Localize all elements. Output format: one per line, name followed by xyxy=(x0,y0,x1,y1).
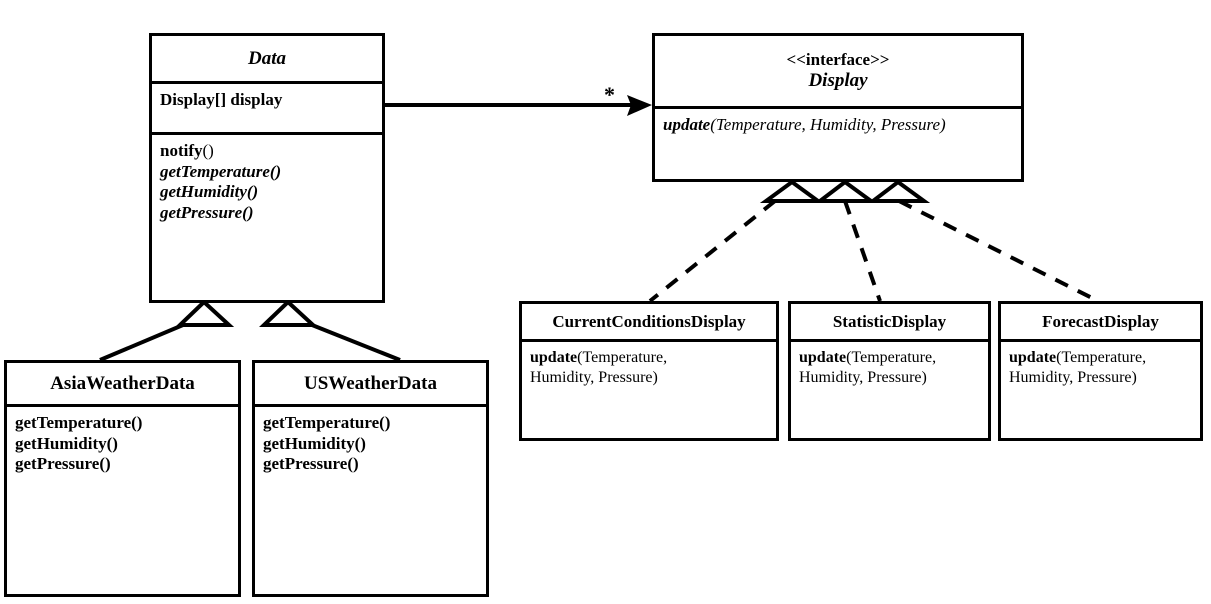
class-methods-currentconditionsdisplay: update(Temperature, Humidity, Pressure) xyxy=(522,342,776,387)
class-name-asiaweatherdata-header: AsiaWeatherData xyxy=(7,363,238,407)
method-update-name: update xyxy=(530,349,578,366)
class-box-forecastdisplay[interactable]: ForecastDisplay update(Temperature, Humi… xyxy=(998,301,1203,441)
class-methods-statisticdisplay: update(Temperature, Humidity, Pressure) xyxy=(791,342,988,387)
class-name-currentconditionsdisplay-header: CurrentConditionsDisplay xyxy=(522,304,776,342)
method-update-name: update xyxy=(799,349,847,366)
method-gettemperature: getTemperature() xyxy=(15,413,143,432)
method-update: update(Temperature, xyxy=(530,348,768,368)
class-box-statisticdisplay[interactable]: StatisticDisplay update(Temperature, Hum… xyxy=(788,301,991,441)
realization-forecast-to-display xyxy=(867,179,1099,303)
class-name-forecastdisplay: ForecastDisplay xyxy=(1042,311,1159,331)
generalization-us-to-data xyxy=(259,299,401,362)
class-methods-asiaweatherdata: getTemperature() getHumidity() getPressu… xyxy=(7,407,238,475)
method-update-params-line1: (Temperature, xyxy=(846,349,937,366)
method-notify: notify() xyxy=(160,141,374,162)
class-name-asiaweatherdata: AsiaWeatherData xyxy=(50,372,195,394)
class-name-currentconditionsdisplay: CurrentConditionsDisplay xyxy=(552,311,746,331)
class-name-forecastdisplay-header: ForecastDisplay xyxy=(1001,304,1200,342)
class-methods-data: notify() getTemperature() getHumidity() … xyxy=(152,135,382,224)
class-name-statisticdisplay: StatisticDisplay xyxy=(832,311,947,331)
method-update-params-line2: Humidity, Pressure) xyxy=(799,368,927,386)
interface-name-display: Display xyxy=(808,69,868,91)
class-name-data-header: Data xyxy=(152,36,382,84)
method-update: update(Temperature, Humidity, Pressure) xyxy=(663,115,1013,136)
class-methods-usweatherdata: getTemperature() getHumidity() getPressu… xyxy=(255,407,486,475)
method-getpressure: getPressure() xyxy=(263,454,359,474)
class-name-usweatherdata-header: USWeatherData xyxy=(255,363,486,407)
method-update-params-line1: (Temperature, xyxy=(1056,349,1147,366)
method-update-name: update xyxy=(663,115,711,134)
realization-statistic-to-display xyxy=(814,179,882,302)
realization-currentconditions-to-display xyxy=(648,179,825,303)
class-box-usweatherdata[interactable]: USWeatherData getTemperature() getHumidi… xyxy=(252,360,489,597)
attribute-display-array: Display[] display xyxy=(160,90,283,109)
class-box-data[interactable]: Data Display[] display notify() getTempe… xyxy=(149,33,385,303)
method-update-params-line1: (Temperature, xyxy=(577,349,668,366)
class-attributes-data: Display[] display xyxy=(152,84,382,135)
method-update: update(Temperature, xyxy=(1009,348,1192,368)
method-gethumidity: getHumidity() xyxy=(263,433,366,453)
method-update: update(Temperature, xyxy=(799,348,980,368)
method-update-name: update xyxy=(1009,349,1057,366)
class-box-currentconditionsdisplay[interactable]: CurrentConditionsDisplay update(Temperat… xyxy=(519,301,779,441)
interface-name-display-header: <<interface>> Display xyxy=(655,36,1021,109)
class-name-data: Data xyxy=(248,47,286,69)
interface-methods-display: update(Temperature, Humidity, Pressure) xyxy=(655,109,1021,136)
class-name-usweatherdata: USWeatherData xyxy=(304,372,437,394)
method-gettemperature: getTemperature() xyxy=(263,413,391,432)
multiplicity-label-star: * xyxy=(604,82,615,107)
interface-stereotype: <<interface>> xyxy=(786,50,890,70)
method-notify-name: notify xyxy=(160,141,203,160)
class-name-statisticdisplay-header: StatisticDisplay xyxy=(791,304,988,342)
generalization-asia-to-data xyxy=(99,299,235,362)
method-gethumidity: getHumidity() xyxy=(160,182,259,202)
method-update-params: (Temperature, Humidity, Pressure) xyxy=(710,115,946,134)
class-methods-forecastdisplay: update(Temperature, Humidity, Pressure) xyxy=(1001,342,1200,387)
class-box-display-interface[interactable]: <<interface>> Display update(Temperature… xyxy=(652,33,1024,182)
method-getpressure: getPressure() xyxy=(15,454,111,474)
method-getpressure: getPressure() xyxy=(160,203,254,223)
method-gethumidity: getHumidity() xyxy=(15,433,118,453)
method-update-params-line2: Humidity, Pressure) xyxy=(1009,368,1137,386)
method-update-params-line2: Humidity, Pressure) xyxy=(530,368,658,386)
class-box-asiaweatherdata[interactable]: AsiaWeatherData getTemperature() getHumi… xyxy=(4,360,241,597)
method-notify-params: () xyxy=(202,141,214,160)
method-gettemperature: getTemperature() xyxy=(160,161,282,181)
